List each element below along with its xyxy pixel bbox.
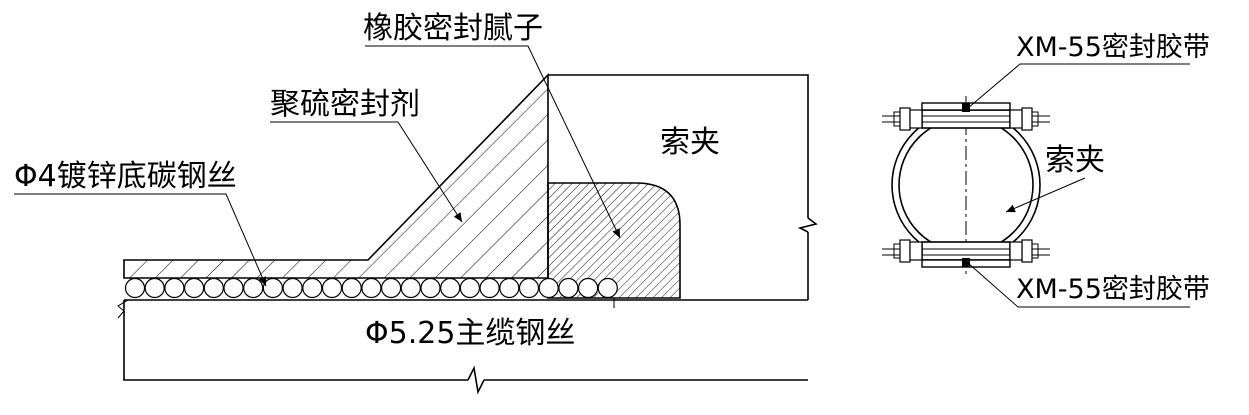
rubber-putty-region xyxy=(547,182,681,299)
wire-circle xyxy=(400,277,421,299)
label-cable-clamp-section: 索夹 xyxy=(660,125,720,160)
wire-circle xyxy=(321,277,343,299)
wire-circle xyxy=(243,277,264,299)
wire-circle xyxy=(203,277,224,299)
wire-circle xyxy=(538,277,559,299)
label-polysulfide-sealant: 聚硫密封剂 xyxy=(270,87,420,122)
wire-circle xyxy=(124,277,146,299)
wire-circle xyxy=(223,277,244,299)
wire-circle xyxy=(184,277,205,299)
wire-circle xyxy=(518,277,540,299)
label-rubber-putty: 橡胶密封腻子 xyxy=(363,11,543,46)
wire-circle xyxy=(164,277,185,299)
wire-circle xyxy=(479,277,500,299)
cable-clamp-round-view xyxy=(882,96,1050,274)
galvanized-wire-row xyxy=(124,277,618,299)
wire-circle xyxy=(420,277,441,299)
main-cable-body xyxy=(117,299,808,395)
label-cable-clamp-round: 索夹 xyxy=(1045,143,1105,178)
wire-circle xyxy=(381,277,402,299)
wire-circle xyxy=(282,277,303,299)
label-main-cable-wire: Φ5.25主缆钢丝 xyxy=(365,316,575,351)
leader-lines xyxy=(14,45,621,287)
wire-circle xyxy=(499,277,520,299)
wire-circle xyxy=(440,277,461,299)
polysulfide-sealant-region xyxy=(123,73,549,279)
label-tape-top: XM-55密封胶带 xyxy=(1016,32,1210,63)
wire-circle xyxy=(302,277,323,299)
wire-circle xyxy=(597,277,618,299)
wire-circle xyxy=(558,277,579,299)
wire-circle xyxy=(144,277,165,299)
round-view-leaders xyxy=(967,63,1190,308)
cable-clamp-section xyxy=(548,74,818,300)
wire-circle xyxy=(459,277,480,299)
label-tape-bottom: XM-55密封胶带 xyxy=(1016,274,1210,305)
label-galvanized-wire: Φ4镀锌底碳钢丝 xyxy=(14,159,237,194)
wire-circle xyxy=(262,277,283,299)
wire-circle xyxy=(341,277,362,299)
wire-circle xyxy=(361,277,382,299)
wire-circle xyxy=(577,277,599,299)
